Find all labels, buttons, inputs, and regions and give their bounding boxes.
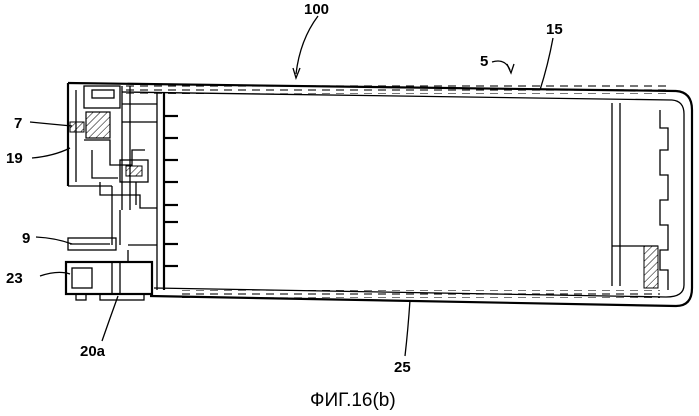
left-mechanism xyxy=(66,86,157,300)
fins xyxy=(164,116,178,266)
label-23: 23 xyxy=(6,270,23,287)
label-15: 15 xyxy=(546,21,563,38)
label-20a: 20a xyxy=(80,343,106,360)
reference-labels: 100 15 5 7 19 9 23 20a 25 xyxy=(6,1,563,376)
label-9: 9 xyxy=(22,230,30,247)
figure-caption: ФИГ.16(b) xyxy=(310,390,396,411)
label-25: 25 xyxy=(394,359,411,376)
casing-outline xyxy=(68,83,692,410)
label-100: 100 xyxy=(304,1,329,18)
label-19: 19 xyxy=(6,150,23,167)
label-5: 5 xyxy=(480,53,488,70)
label-7: 7 xyxy=(14,115,22,132)
